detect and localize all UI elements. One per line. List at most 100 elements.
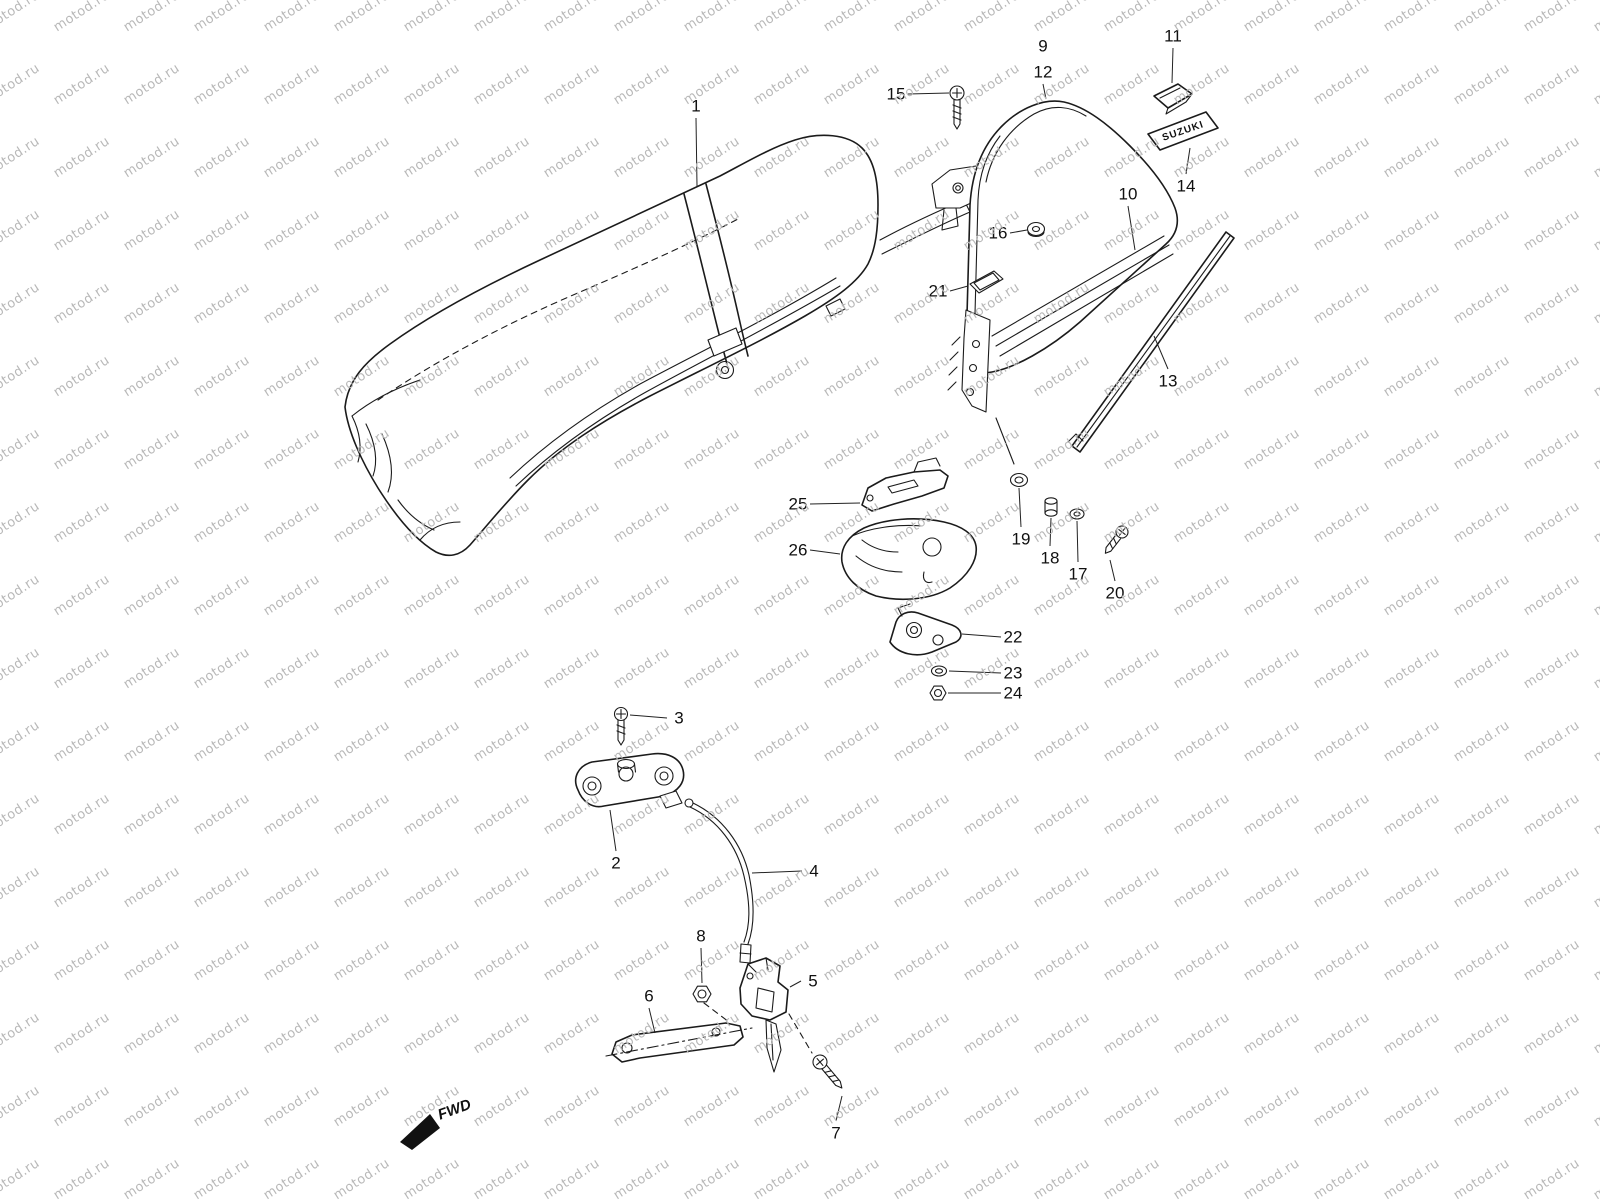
- washer-23-body: [930, 665, 948, 677]
- bracket-arm-hole: [621, 1042, 633, 1054]
- seat-lock-assembly: [574, 752, 694, 809]
- seat-nose-wrap-line: [351, 379, 421, 417]
- leader-line-5: [789, 980, 802, 988]
- trim-strip-end-tab: [1067, 433, 1084, 443]
- part-label-6: 6: [644, 987, 653, 1006]
- cowl-bracket-hatch: [947, 381, 957, 391]
- cover-crease: [855, 555, 903, 573]
- cowl-groove-line: [991, 235, 1165, 337]
- striker-inner: [755, 987, 775, 1013]
- leader-line-16: [1009, 229, 1028, 234]
- cowl-to-fastener-line: [995, 417, 1015, 465]
- spacer-18: [1044, 497, 1058, 517]
- bracket-25-body: [861, 469, 949, 512]
- bracket-22-tab: [897, 603, 911, 617]
- cover-hole: [922, 537, 942, 557]
- cowl-bracket-hatch: [948, 366, 958, 376]
- washer-17: [1069, 508, 1085, 520]
- grommet-hole: [1031, 225, 1041, 233]
- striker-blade-line: [770, 1023, 774, 1061]
- lock-cable: [689, 802, 754, 964]
- part-label-10: 10: [1119, 185, 1138, 204]
- part-label-26: 26: [789, 541, 808, 560]
- lock-keyhole: [618, 766, 634, 782]
- lock-cylinder-side: [633, 763, 637, 773]
- seat-nose-fold: [397, 499, 435, 531]
- nut-8-body: [692, 985, 712, 1003]
- leader-line-1: [695, 117, 698, 187]
- lock-plate-boss: [654, 766, 674, 786]
- cable-line: [692, 802, 754, 945]
- part-label-18: 18: [1041, 549, 1060, 568]
- striker-blade: [765, 1019, 782, 1073]
- part-label-11: 11: [1164, 27, 1182, 46]
- bracket-22-hole: [932, 634, 944, 646]
- striker-edge: [747, 963, 757, 973]
- grommet-16: [1026, 221, 1046, 238]
- screw-15: [949, 85, 965, 130]
- bracket-25-tab: [913, 457, 941, 473]
- spacer-bottom: [1044, 509, 1058, 517]
- cover-hook-mark: [922, 571, 933, 584]
- screw-thread: [616, 724, 626, 729]
- screw-20: [1104, 525, 1129, 554]
- cowl-groove-line: [999, 253, 1174, 357]
- rear-bracket-hole: [952, 182, 964, 194]
- part-label-25: 25: [789, 495, 808, 514]
- seat-piping-line: [515, 285, 841, 487]
- leader-line-12: [1042, 83, 1047, 100]
- part-label-20: 20: [1106, 584, 1125, 603]
- leader-line-2: [609, 809, 617, 852]
- bracket-25: [861, 457, 949, 512]
- seat-hook-tab: [825, 298, 846, 317]
- washer-19-hole: [1014, 476, 1024, 484]
- part-label-5: 5: [808, 972, 817, 991]
- seat-nose-fold: [365, 423, 377, 477]
- leader-line-3: [629, 714, 668, 719]
- bracket-arm-hole: [711, 1027, 721, 1037]
- clip-body: [1153, 83, 1193, 109]
- seat-nose-fold: [381, 433, 392, 493]
- seat-strap-edge: [683, 193, 728, 365]
- screw-head-slot: [1118, 528, 1126, 536]
- rear-bracket-foot: [941, 207, 959, 231]
- nut-8: [692, 985, 730, 1023]
- fwd-marker: FWD: [400, 1096, 474, 1150]
- lock-plate-hole: [587, 781, 597, 791]
- seat-strap-edge: [705, 183, 749, 357]
- screw-shaft: [1104, 534, 1122, 554]
- fwd-arrow-icon: [400, 1114, 440, 1150]
- bracket-arm-centerline: [605, 1027, 753, 1057]
- screw-shaft: [821, 1064, 843, 1089]
- part-label-4: 4: [809, 862, 818, 881]
- cowl-outline: [965, 100, 1179, 374]
- lock-plate-boss: [582, 776, 602, 796]
- part-label-22: 22: [1004, 628, 1023, 647]
- leader-line-11: [1171, 47, 1174, 84]
- leader-line-18: [1049, 517, 1052, 547]
- leader-line-14: [1185, 147, 1191, 175]
- screw-7: [812, 1054, 843, 1089]
- trim-strip: [1067, 231, 1235, 453]
- screw-head-slot: [816, 1058, 824, 1066]
- bracket-22-body: [889, 611, 962, 656]
- screw-thread: [616, 730, 626, 735]
- leader-line-15: [907, 92, 950, 95]
- cover-crease: [851, 524, 923, 537]
- striker-to-screw-axis: [788, 1013, 813, 1054]
- grommet-body: [1026, 221, 1046, 237]
- cowl-bracket-hole: [965, 387, 975, 397]
- part-label-16: 16: [989, 224, 1008, 243]
- leader-line-19: [1018, 487, 1022, 528]
- leader-line-22: [961, 633, 1002, 638]
- part-label-7: 7: [831, 1124, 840, 1143]
- leader-line-25: [809, 502, 861, 505]
- bracket-25-hole: [866, 494, 874, 502]
- cowl-bracket-hole: [971, 339, 981, 349]
- bracket-22: [889, 603, 962, 656]
- seat-outline: [344, 134, 879, 557]
- screw-thread: [831, 1079, 840, 1083]
- grommet-rim: [1027, 231, 1045, 238]
